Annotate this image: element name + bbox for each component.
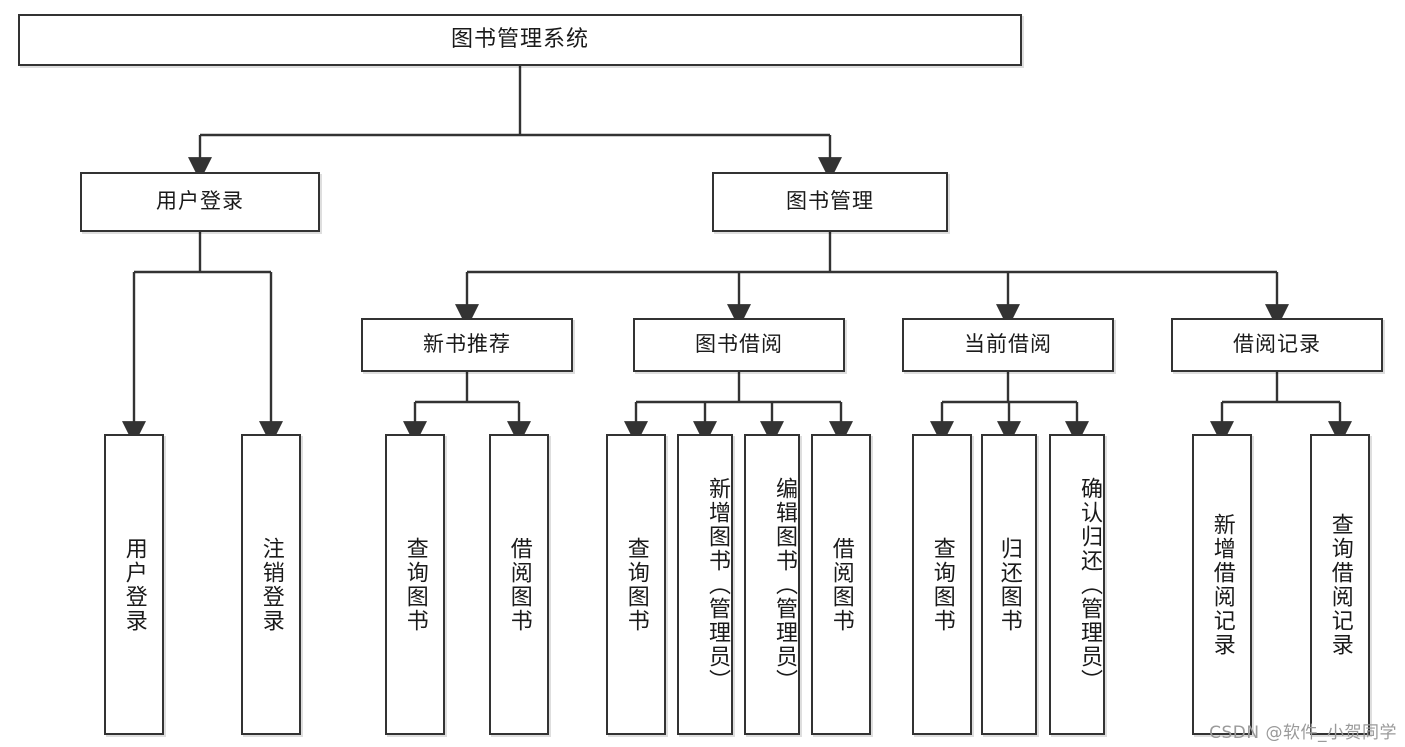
leaf-return-books[interactable]: 归还图书 [981, 434, 1037, 735]
leaf-add-borrow-record[interactable]: 新增借阅记录 [1192, 434, 1252, 735]
node-root-book-management-system[interactable]: 图书管理系统 [18, 14, 1022, 66]
node-user-login[interactable]: 用户登录 [80, 172, 320, 232]
leaf-query-borrow-record[interactable]: 查询借阅记录 [1310, 434, 1370, 735]
leaf-query-books-borrow[interactable]: 查询图书 [606, 434, 666, 735]
leaf-query-books-newbook[interactable]: 查询图书 [385, 434, 445, 735]
leaf-logout[interactable]: 注销登录 [241, 434, 301, 735]
node-current-borrowing[interactable]: 当前借阅 [902, 318, 1114, 372]
leaf-borrow-books[interactable]: 借阅图书 [811, 434, 871, 735]
leaf-query-books-current[interactable]: 查询图书 [912, 434, 972, 735]
leaf-edit-book-admin[interactable]: 编辑图书（管理员） [744, 434, 800, 735]
node-book-management[interactable]: 图书管理 [712, 172, 948, 232]
leaf-add-book-admin[interactable]: 新增图书（管理员） [677, 434, 733, 735]
leaf-borrow-books-newbook[interactable]: 借阅图书 [489, 434, 549, 735]
node-new-book-recommendation[interactable]: 新书推荐 [361, 318, 573, 372]
csdn-watermark: CSDN @软件_小贺同学 [1209, 723, 1397, 743]
node-book-borrowing[interactable]: 图书借阅 [633, 318, 845, 372]
node-borrowing-records[interactable]: 借阅记录 [1171, 318, 1383, 372]
leaf-confirm-return-admin[interactable]: 确认归还（管理员） [1049, 434, 1105, 735]
leaf-user-login[interactable]: 用户登录 [104, 434, 164, 735]
